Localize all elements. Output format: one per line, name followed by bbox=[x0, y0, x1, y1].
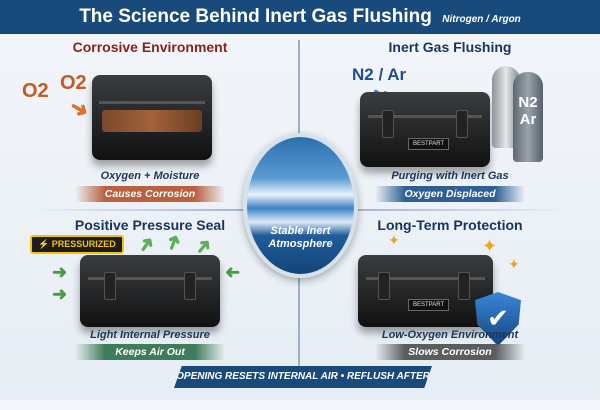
case-image: BESTPART bbox=[358, 255, 493, 327]
latch bbox=[184, 272, 196, 301]
panel-heading-corrosive: Corrosive Environment bbox=[72, 39, 228, 55]
arrow-in-icon: ➜ bbox=[225, 262, 241, 282]
panel-heading-flushing: Inert Gas Flushing bbox=[388, 39, 512, 55]
panel-heading-protection: Long-Term Protection bbox=[377, 217, 523, 233]
panel-tag-pressure: Keeps Air Out bbox=[75, 344, 225, 360]
case-brand: BESTPART bbox=[408, 138, 450, 150]
arrow-icon: ➜ bbox=[65, 93, 94, 125]
title-bar: The Science Behind Inert Gas Flushing Ni… bbox=[0, 0, 600, 34]
pressurized-badge: ⚡ PRESSURIZED bbox=[30, 235, 124, 254]
corroded-case-image bbox=[92, 75, 212, 160]
latch bbox=[456, 110, 468, 138]
o2-label-2: O2 bbox=[60, 72, 87, 94]
latch bbox=[378, 272, 390, 301]
n2-ar-label: N2 / Ar bbox=[352, 65, 407, 84]
tank-label-ar: Ar bbox=[519, 111, 537, 128]
arrow-in-icon: ➜ bbox=[52, 284, 68, 304]
panel-caption-pressure: Light Internal Pressure bbox=[90, 329, 210, 341]
rust-contents bbox=[102, 110, 202, 132]
panel-caption-corrosive: Oxygen + Moisture bbox=[100, 170, 200, 182]
latch bbox=[104, 272, 116, 301]
sparkle-icon: ✦ bbox=[508, 256, 520, 272]
arrow-in-icon: ➜ bbox=[52, 262, 68, 282]
o2-label: O2 bbox=[22, 80, 49, 102]
panel-caption-flushing: Purging with Inert Gas bbox=[391, 170, 509, 182]
latch bbox=[382, 110, 394, 138]
sparkle-icon: ✦ bbox=[388, 232, 400, 248]
page-title: The Science Behind Inert Gas Flushing bbox=[79, 6, 432, 27]
inert-atmosphere-orb: Stable Inert Atmosphere bbox=[243, 133, 358, 278]
arrow-up-icon: ➜ bbox=[160, 231, 188, 255]
panel-caption-protection: Low-Oxygen Environment bbox=[381, 329, 519, 341]
panel-heading-pressure: Positive Pressure Seal bbox=[74, 217, 226, 233]
center-label: Stable Inert Atmosphere bbox=[268, 225, 333, 250]
case-image bbox=[80, 255, 220, 327]
gas-tank-icon: N2 Ar bbox=[513, 72, 543, 162]
sparkle-icon: ✦ bbox=[482, 236, 498, 256]
footer-banner: OPENING RESETS INTERNAL AIR • REFLUSH AF… bbox=[174, 366, 432, 388]
tank-label-n2: N2 bbox=[518, 94, 538, 111]
case-brand: BESTPART bbox=[408, 299, 450, 311]
panel-tag-flushing: Oxygen Displaced bbox=[375, 186, 525, 202]
panel-tag-corrosive: Causes Corrosion bbox=[75, 186, 225, 202]
latch bbox=[458, 272, 470, 301]
panel-tag-protection: Slows Corrosion bbox=[375, 344, 525, 360]
case-image: BESTPART bbox=[360, 92, 490, 167]
pressurized-label: PRESSURIZED bbox=[51, 239, 116, 249]
page-subtitle: Nitrogen / Argon bbox=[442, 14, 521, 25]
